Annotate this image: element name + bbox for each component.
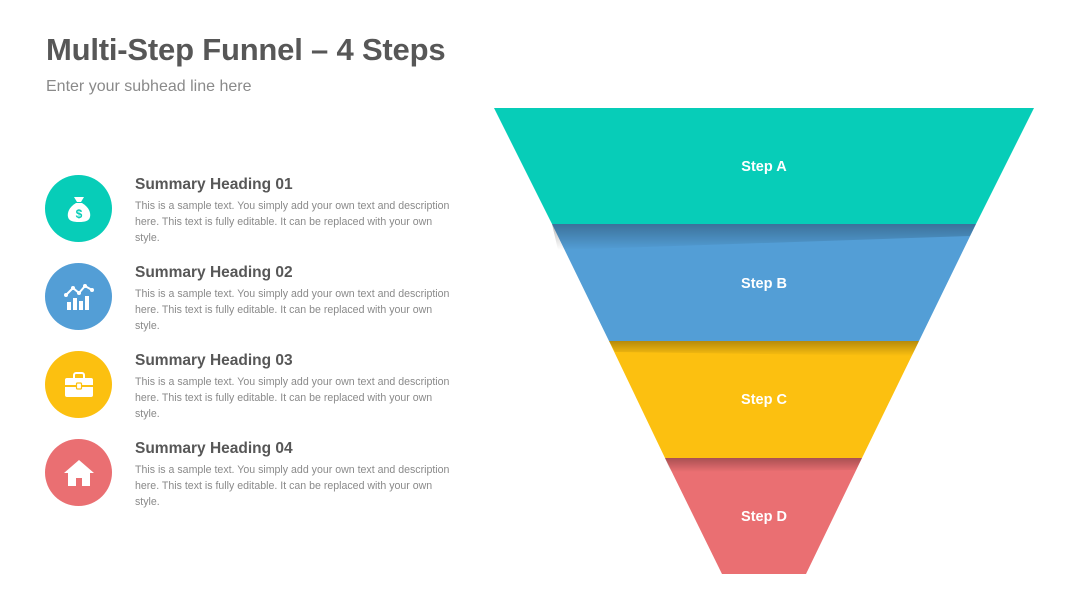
chart-icon	[45, 263, 112, 330]
home-icon	[45, 439, 112, 506]
summary-item-1: $ Summary Heading 01 This is a sample te…	[45, 174, 465, 254]
funnel-step-a-shape	[494, 108, 1034, 224]
funnel-step-c: Step C	[609, 341, 919, 458]
funnel-step-d-label: Step D	[741, 509, 787, 525]
summary-text-1: This is a sample text. You simply add yo…	[135, 200, 450, 245]
funnel-step-d: Step D	[665, 458, 862, 574]
funnel-step-a: Step A	[494, 108, 1034, 224]
briefcase-icon	[45, 351, 112, 418]
summary-heading-2: Summary Heading 02	[135, 264, 293, 281]
funnel-step-c-shape	[609, 341, 919, 458]
summary-item-3: Summary Heading 03 This is a sample text…	[45, 350, 465, 430]
funnel-step-c-shadow	[609, 341, 919, 356]
summary-text-3: This is a sample text. You simply add yo…	[135, 376, 450, 421]
funnel-step-b: Step B	[552, 224, 976, 341]
svg-text:$: $	[75, 207, 82, 221]
page-title: Multi-Step Funnel – 4 Steps	[46, 32, 446, 67]
summary-item-2: Summary Heading 02 This is a sample text…	[45, 262, 465, 342]
summary-text-2: This is a sample text. You simply add yo…	[135, 288, 450, 333]
summary-heading-1: Summary Heading 01	[135, 176, 293, 193]
summary-text-4: This is a sample text. You simply add yo…	[135, 464, 450, 509]
funnel-step-b-shape	[552, 224, 976, 341]
funnel-step-d-shadow	[665, 458, 862, 472]
money-bag-icon: $	[45, 175, 112, 242]
summary-heading-4: Summary Heading 04	[135, 440, 293, 457]
funnel-step-a-label: Step A	[741, 159, 787, 175]
funnel-step-b-label: Step B	[741, 276, 787, 292]
page-subtitle: Enter your subhead line here	[46, 78, 252, 95]
funnel-step-c-label: Step C	[741, 392, 787, 408]
funnel-step-b-shadow	[552, 224, 976, 250]
funnel-step-d-shape	[665, 458, 862, 574]
summary-item-4: Summary Heading 04 This is a sample text…	[45, 438, 465, 518]
summary-heading-3: Summary Heading 03	[135, 352, 293, 369]
